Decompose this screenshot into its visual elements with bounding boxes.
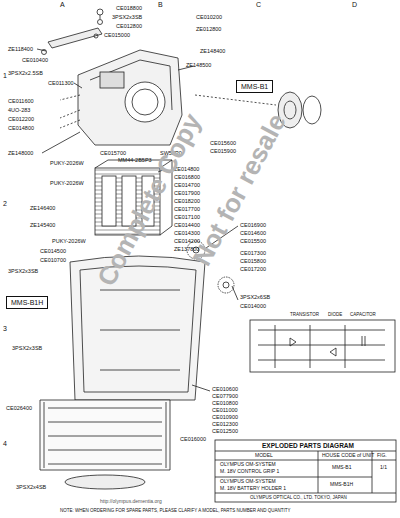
callout-number: CE012500 [212, 428, 238, 434]
table-text: MODEL [255, 453, 273, 459]
callout-number: CE017700 [174, 206, 200, 212]
callout-number: CE017300 [240, 250, 266, 256]
callout-number: CE012800 [116, 23, 142, 29]
callout-number: CE017100 [174, 214, 200, 220]
callout-number: CE017900 [174, 190, 200, 196]
callout-number: MM44-2B5P3 [118, 157, 152, 163]
callout-number: CE016900 [240, 222, 266, 228]
table-text: OLYMPUS OPTICAL CO., LTD. TOKYO, JAPAN [250, 495, 347, 500]
callout-number: CAPACITOR [350, 312, 376, 317]
table-text: M. 18V CONTROL GRIP 1 [220, 469, 279, 475]
callout-number: CE014500 [40, 248, 66, 254]
grid-reference: 1 [3, 72, 7, 80]
table-text: 1/1 [380, 465, 387, 471]
callout-number: ZE148000 [8, 150, 33, 156]
callout-number: CE026400 [6, 405, 32, 411]
callout-number: CE014800 [8, 125, 34, 131]
grid-reference: B [158, 1, 163, 9]
model-code-box: MMS-B1H [6, 296, 48, 309]
callout-number: PUKY-2026W [50, 180, 84, 186]
callout-number: ZE146400 [30, 205, 55, 211]
callout-number: 3PSX2x2.5SB [8, 70, 43, 76]
table-text: MMS-B1H [330, 482, 353, 488]
callout-number: CE010900 [212, 414, 238, 420]
callout-number: 3PSX2x3SB [12, 345, 42, 351]
callout-number: CE010600 [212, 386, 238, 392]
table-text: http://olympus.dementia.org [100, 499, 162, 505]
callout-number: CE014700 [174, 182, 200, 188]
callout-number: 3PSX2x4SB [16, 484, 46, 490]
model-code: MMS-B1H [11, 299, 43, 306]
callout-number: CE015800 [240, 258, 266, 264]
callout-number: CE014000 [240, 303, 266, 309]
callout-number: CE014300 [174, 230, 200, 236]
callout-number: CE010400 [22, 57, 48, 63]
watermark: Not for resale [187, 109, 292, 271]
callout-number: ZE148400 [200, 48, 225, 54]
callout-number: PUKY-2026W [52, 238, 86, 244]
callout-number: PUKY-2026W [50, 160, 84, 166]
model-code: MMS-B1 [241, 83, 268, 90]
grid-reference: C [256, 1, 261, 9]
table-text: M. 18V BATTERY HOLDER 1 [220, 486, 286, 492]
callout-number: 3PSX2x3SB [8, 268, 38, 274]
callout-number: CE012300 [212, 421, 238, 427]
grid-reference: A [60, 1, 65, 9]
callout-number: CE015700 [100, 150, 126, 156]
callout-number: CE010200 [196, 14, 222, 20]
callout-number: CE015500 [240, 238, 266, 244]
table-text: FIG. [377, 453, 387, 459]
callout-number: CE014400 [174, 222, 200, 228]
table-text: MMS-B1 [332, 465, 351, 471]
callout-number: ZE148500 [186, 62, 211, 68]
table-text: HOUSE CODE of UNIT [322, 453, 374, 459]
callout-number: TRANSISTOR [290, 312, 319, 317]
grid-reference: D [352, 1, 357, 9]
callout-number: CE015600 [210, 140, 236, 146]
table-text: OLYMPUS OM-SYSTEM [220, 462, 276, 468]
callout-number: CE011300 [48, 80, 74, 86]
callout-number: CE016000 [180, 436, 206, 442]
callout-number: CE017200 [240, 266, 266, 272]
table-text: NOTE: WHEN ORDERING FOR SPARE PARTS, PLE… [60, 508, 291, 513]
callout-number: CE011000 [212, 407, 238, 413]
callout-number: 3PSX2x6SB [240, 294, 270, 300]
model-code-box: MMS-B1 [236, 80, 273, 93]
callout-number: CE077900 [212, 393, 238, 399]
callout-number: CE012200 [8, 116, 34, 122]
diagram-title: EXPLODED PARTS DIAGRAM [262, 442, 354, 449]
grid-reference: 2 [3, 200, 7, 208]
callout-number: CE018800 [116, 5, 142, 11]
table-text: OLYMPUS OM-SYSTEM [220, 479, 276, 485]
callout-number: ZE012800 [196, 26, 221, 32]
callout-number: CE010800 [212, 400, 238, 406]
callout-number: 3PSX2x3SB [112, 14, 142, 20]
callout-number: CE011600 [8, 98, 34, 104]
callout-number: DIODE [328, 312, 342, 317]
grid-reference: 4 [3, 440, 7, 448]
callout-number: CE014600 [240, 230, 266, 236]
callout-number: ZE145400 [30, 222, 55, 228]
callout-number: CE010700 [40, 257, 66, 263]
callout-number: ZE118400 [8, 46, 33, 52]
callout-number: CE015000 [104, 32, 130, 38]
callout-number: CE015900 [210, 148, 236, 154]
callout-number: CE018200 [174, 198, 200, 204]
callout-number: 4UO-283 [8, 107, 30, 113]
grid-reference: 3 [3, 325, 7, 333]
